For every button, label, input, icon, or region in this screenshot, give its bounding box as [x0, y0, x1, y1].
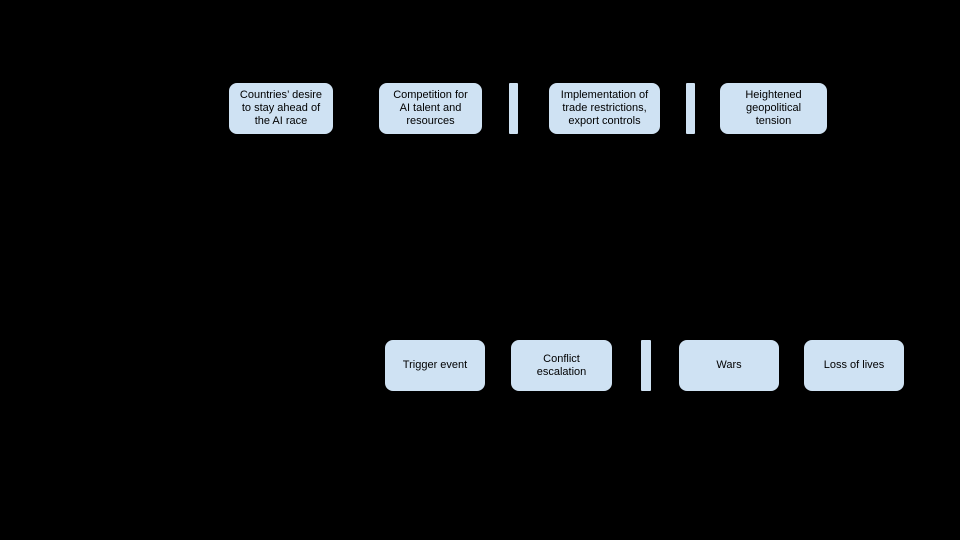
node-label: Conflict escalation — [536, 352, 587, 378]
node-competition-ai-talent: Competition for AI talent and resources — [379, 83, 482, 134]
node-label: Implementation of trade restrictions, ex… — [560, 89, 649, 127]
node-countries-desire-ai-race: Countries’ desire to stay ahead of the A… — [229, 83, 333, 134]
node-geopolitical-tension: Heightened geopolitical tension — [720, 83, 827, 134]
node-label: Wars — [716, 359, 742, 371]
separator-bar-1 — [509, 83, 518, 134]
node-conflict-escalation: Conflict escalation — [511, 340, 612, 391]
separator-bar-2 — [686, 83, 695, 134]
node-label: Heightened geopolitical tension — [745, 89, 802, 127]
node-label: Countries’ desire to stay ahead of the A… — [239, 89, 323, 127]
node-loss-of-lives: Loss of lives — [804, 340, 904, 391]
node-label: Loss of lives — [823, 359, 885, 371]
node-wars: Wars — [679, 340, 779, 391]
node-trigger-event: Trigger event — [385, 340, 485, 391]
node-trade-restrictions: Implementation of trade restrictions, ex… — [549, 83, 660, 134]
separator-bar-3 — [641, 340, 651, 391]
node-label: Competition for AI talent and resources — [393, 89, 468, 127]
node-label: Trigger event — [402, 359, 468, 371]
